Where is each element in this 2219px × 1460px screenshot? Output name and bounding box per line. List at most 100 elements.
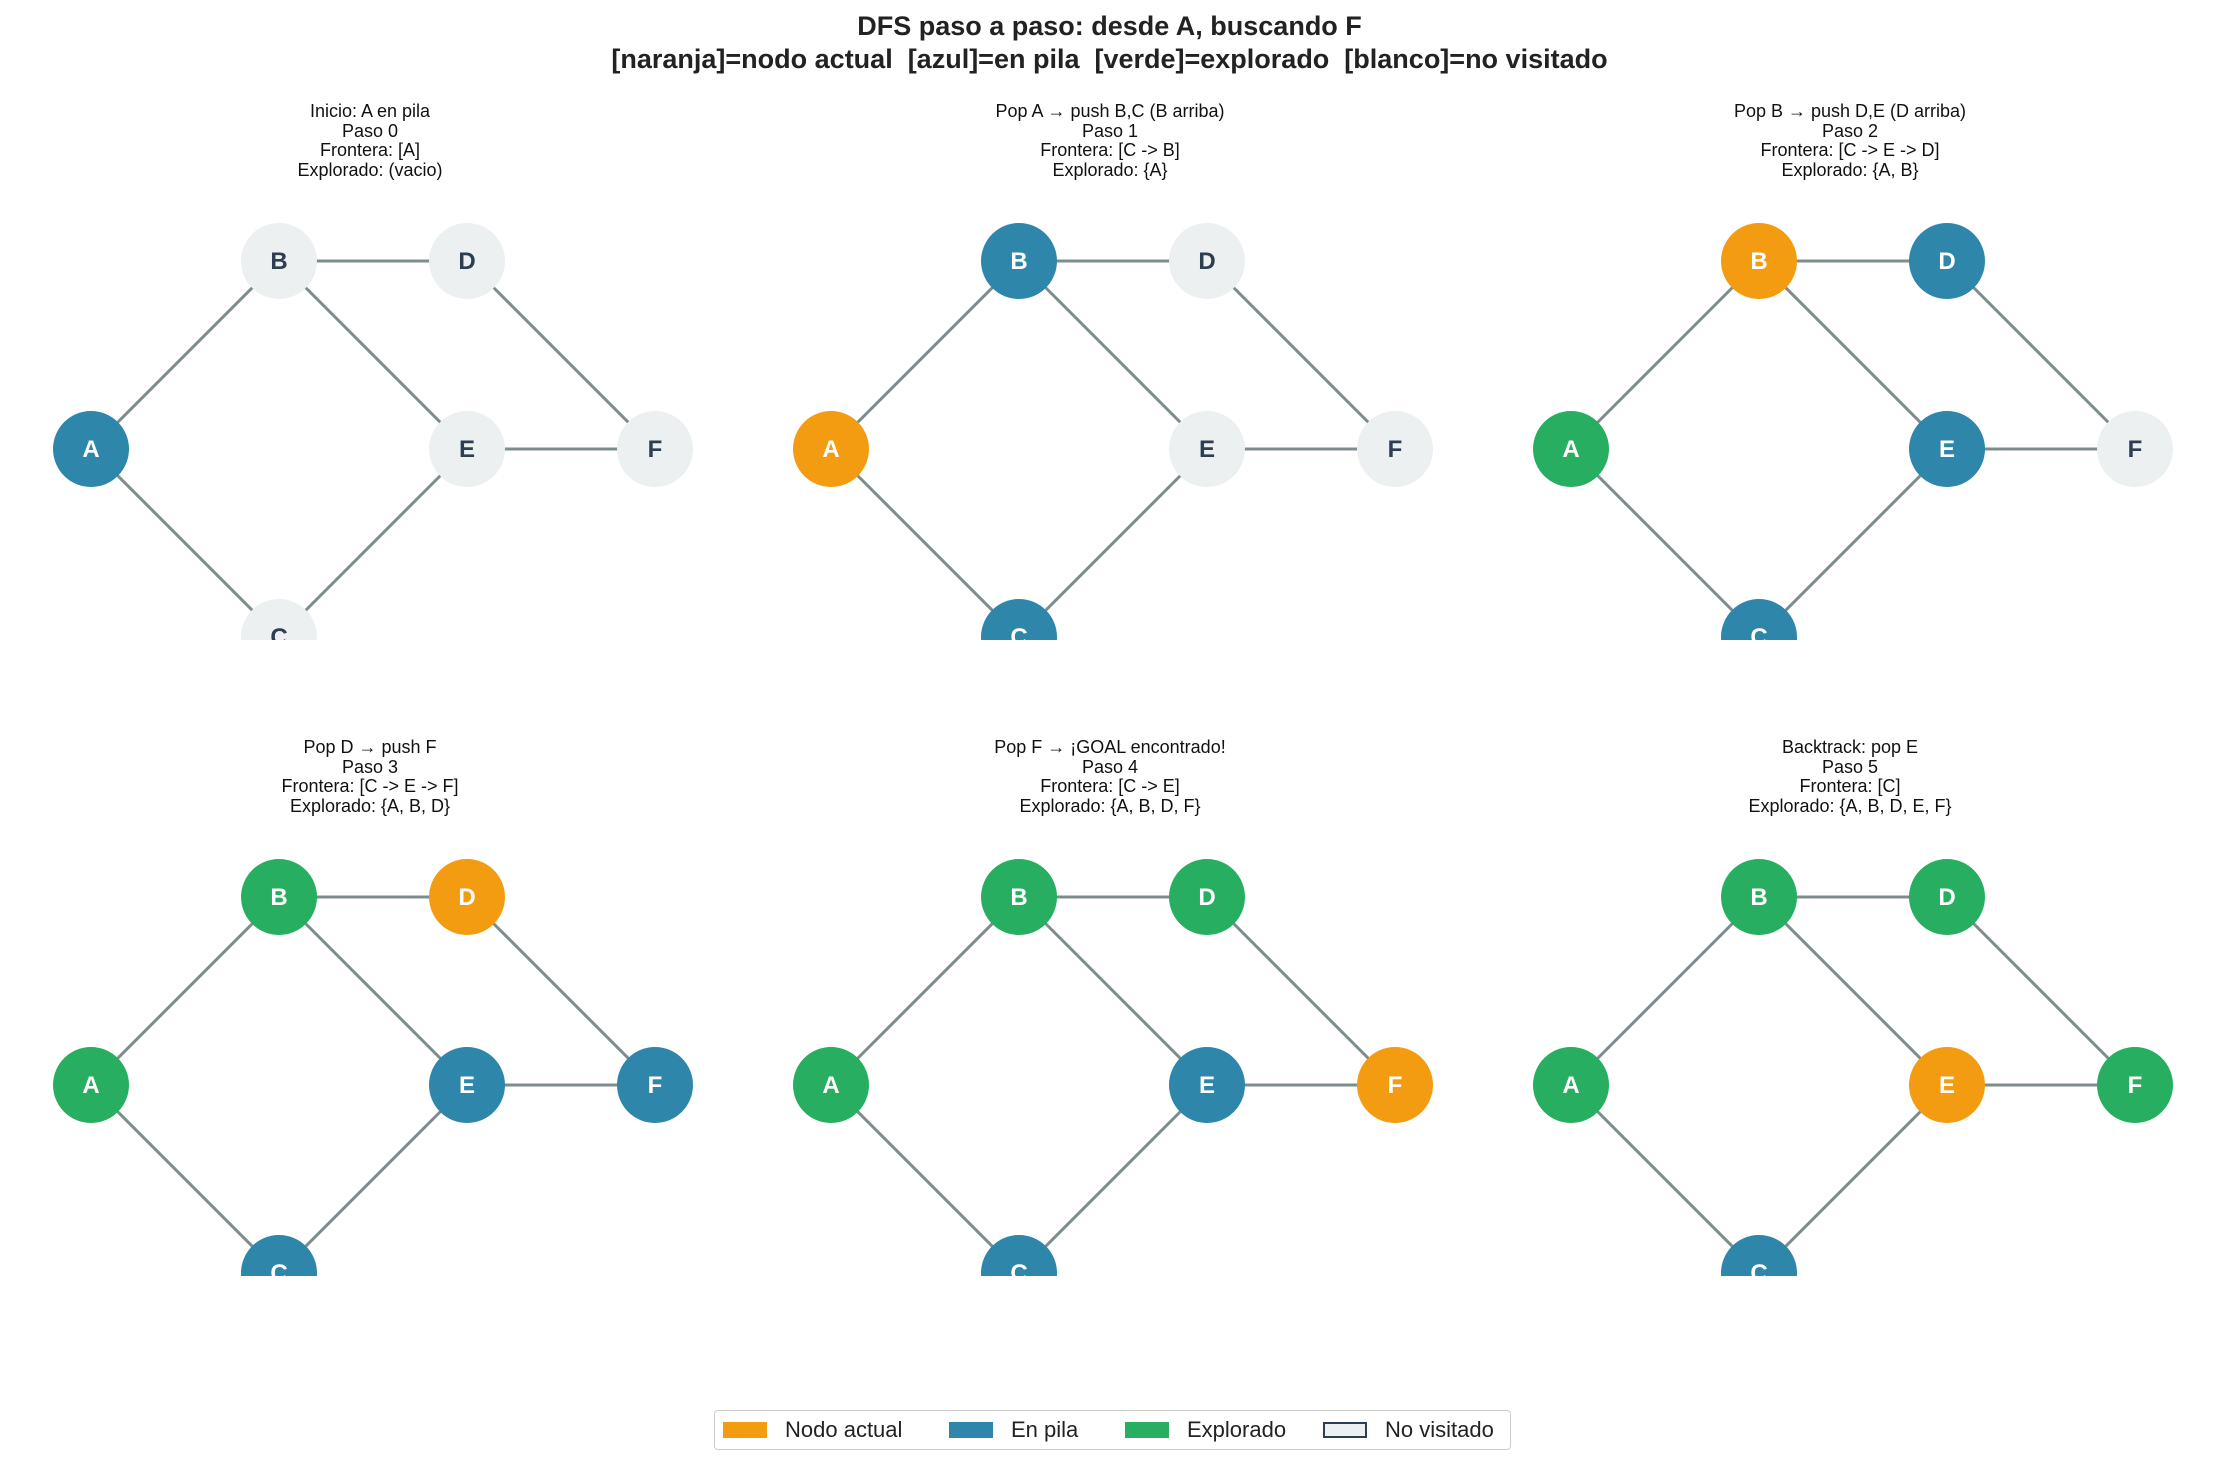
node-circle-B <box>241 223 317 299</box>
node-circle-A <box>793 1047 869 1123</box>
node-circle-F <box>2097 1047 2173 1123</box>
panel-caption: Pop A → push B,C (B arriba) Paso 1 Front… <box>740 101 1480 180</box>
node-label-C: C <box>1010 1260 1027 1276</box>
node-circle-A <box>53 1047 129 1123</box>
node-F: F <box>617 411 693 487</box>
edge-D-F <box>1205 259 1397 451</box>
figure-title-line-1: DFS paso a paso: desde A, buscando F <box>857 11 1362 41</box>
node-A: A <box>1533 1047 1609 1123</box>
edge-A-C <box>829 1083 1021 1275</box>
node-circle-B <box>1721 223 1797 299</box>
panel-explored: Explorado: {A, B, D, F} <box>1019 795 1201 816</box>
node-circle-F <box>2097 411 2173 487</box>
node-label-D: D <box>1198 248 1215 275</box>
panel-frontier: Frontera: [C -> E -> D] <box>1760 140 1940 160</box>
edge-D-F <box>465 895 657 1087</box>
panel-caption: Pop B → push D,E (D arriba) Paso 2 Front… <box>1480 101 2219 180</box>
panel-step: Paso 3 <box>341 756 399 777</box>
node-label-E: E <box>1939 1072 1955 1099</box>
panel-caption-text: Pop A → push B,C (B arriba) <box>995 101 1225 121</box>
edge-C-E <box>1017 447 1209 639</box>
step-panel-2: Pop B → push D,E (D arriba) Paso 2 Front… <box>1480 0 2219 640</box>
panel-caption-text: Pop B → push D,E (D arriba) <box>1733 101 1967 121</box>
panel-explored: Explorado: {A, B, D} <box>289 795 451 816</box>
node-F: F <box>2097 411 2173 487</box>
step-panel-4: Pop F → ¡GOAL encontrado! Paso 4 Fronter… <box>740 636 1480 1276</box>
edge-B-E <box>277 895 469 1087</box>
panel-step: Paso 5 <box>1821 756 1879 777</box>
node-label-C: C <box>1750 624 1767 640</box>
node-label-C: C <box>270 1260 287 1276</box>
node-circle-E <box>1909 1047 1985 1123</box>
edge-D-F <box>1945 259 2137 451</box>
node-circle-B <box>981 859 1057 935</box>
node-label-B: B <box>1750 884 1767 911</box>
legend-swatch-current <box>723 1422 767 1438</box>
legend-swatch-stack <box>949 1422 993 1438</box>
step-panel-0: Inicio: A en pila Paso 0 Frontera: [A] E… <box>0 0 740 640</box>
node-D: D <box>1909 859 1985 935</box>
node-circle-A <box>1533 411 1609 487</box>
node-label-E: E <box>1199 436 1215 463</box>
node-C: C <box>1721 1235 1797 1276</box>
edge-D-F <box>465 259 657 451</box>
panel-frontier: Frontera: [C -> E -> F] <box>281 776 459 796</box>
legend-label: No visitado <box>1385 1417 1494 1442</box>
node-circle-A <box>1533 1047 1609 1123</box>
node-F: F <box>2097 1047 2173 1123</box>
node-circle-E <box>1169 1047 1245 1123</box>
node-D: D <box>429 859 505 935</box>
legend-label: Nodo actual <box>785 1417 903 1442</box>
node-circle-B <box>981 223 1057 299</box>
node-C: C <box>241 1235 317 1276</box>
node-label-F: F <box>2128 436 2143 463</box>
node-circle-C <box>981 599 1057 640</box>
node-E: E <box>1909 411 1985 487</box>
node-circle-D <box>1169 859 1245 935</box>
legend-swatch-explored <box>1125 1422 1169 1438</box>
edge-B-E <box>1017 895 1209 1087</box>
step-panel-5: Backtrack: pop E Paso 5 Frontera: [C] Ex… <box>1480 636 2219 1276</box>
node-circle-C <box>1721 599 1797 640</box>
node-label-E: E <box>1199 1072 1215 1099</box>
panel-caption: Pop D → push F Paso 3 Frontera: [C -> E … <box>0 737 740 816</box>
panel-caption-text: Inicio: A en pila <box>309 101 431 121</box>
node-circle-D <box>429 859 505 935</box>
edge-B-E <box>277 259 469 451</box>
node-label-A: A <box>82 436 99 463</box>
panel-frontier: Frontera: [C -> B] <box>1040 140 1180 160</box>
legend-item-stack: En pila <box>949 1411 1078 1449</box>
panel-frontier: Frontera: [A] <box>319 140 421 160</box>
panel-frontier: Frontera: [C] <box>1799 776 1901 796</box>
node-E: E <box>1909 1047 1985 1123</box>
edge-A-C <box>1569 447 1761 639</box>
panel-caption: Backtrack: pop E Paso 5 Frontera: [C] Ex… <box>1480 737 2219 816</box>
edge-A-B <box>829 259 1021 451</box>
figure-title: DFS paso a paso: desde A, buscando F [na… <box>0 10 2219 76</box>
node-label-F: F <box>2128 1072 2143 1099</box>
edge-B-E <box>1757 895 1949 1087</box>
node-A: A <box>53 1047 129 1123</box>
node-C: C <box>241 599 317 640</box>
node-D: D <box>1169 223 1245 299</box>
node-label-F: F <box>648 436 663 463</box>
node-circle-C <box>241 1235 317 1276</box>
node-B: B <box>981 223 1057 299</box>
node-A: A <box>53 411 129 487</box>
node-label-F: F <box>648 1072 663 1099</box>
node-D: D <box>1169 859 1245 935</box>
node-circle-C <box>241 599 317 640</box>
node-E: E <box>1169 1047 1245 1123</box>
step-panel-3: Pop D → push F Paso 3 Frontera: [C -> E … <box>0 636 740 1276</box>
node-D: D <box>1909 223 1985 299</box>
edge-A-B <box>89 259 281 451</box>
node-E: E <box>429 1047 505 1123</box>
panel-step: Paso 4 <box>1081 756 1139 777</box>
node-circle-B <box>1721 859 1797 935</box>
node-label-B: B <box>270 248 287 275</box>
edge-B-E <box>1757 259 1949 451</box>
node-label-B: B <box>1010 248 1027 275</box>
node-C: C <box>1721 599 1797 640</box>
node-circle-F <box>1357 411 1433 487</box>
